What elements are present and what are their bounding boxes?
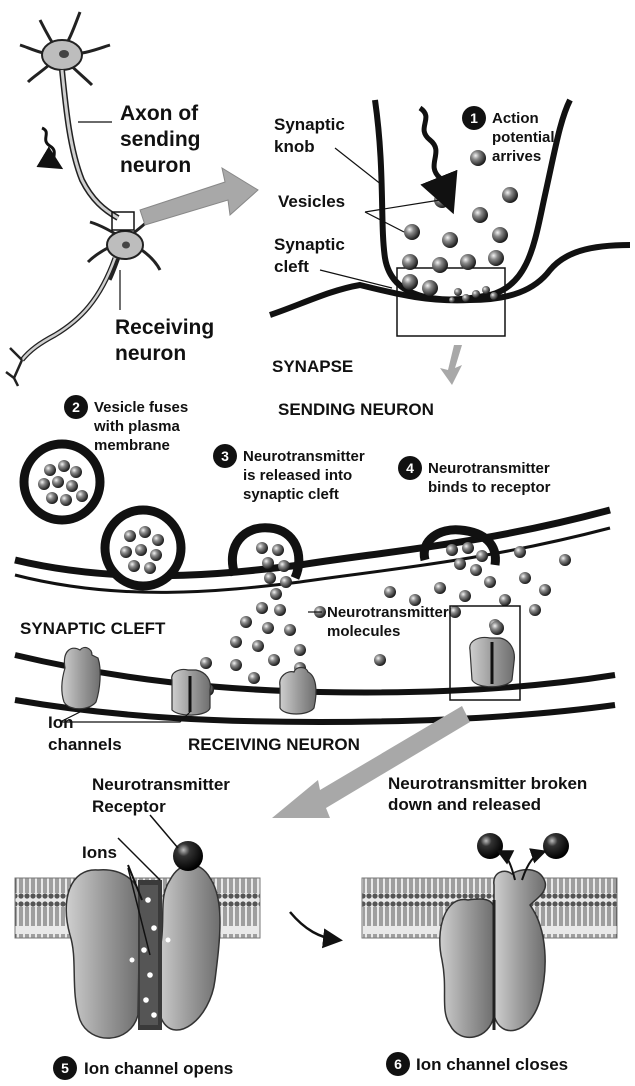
label-step3-line-1: Neurotransmitter bbox=[243, 448, 365, 465]
step-badge-2: 2 bbox=[64, 395, 88, 419]
svg-text:4: 4 bbox=[406, 460, 414, 476]
step-badge-3: 3 bbox=[213, 444, 237, 468]
svg-text:5: 5 bbox=[61, 1060, 69, 1076]
label-step4-line-1: Neurotransmitter bbox=[428, 460, 550, 477]
svg-text:1: 1 bbox=[470, 110, 478, 126]
label-axon-line-2: sending bbox=[120, 128, 201, 151]
label-synaptic-knob-line-2: knob bbox=[274, 137, 315, 156]
label-synaptic-knob-line-1: Synaptic bbox=[274, 115, 345, 134]
label-axon-line-3: neuron bbox=[120, 154, 191, 177]
label-sending-neuron: SENDING NEURON bbox=[278, 400, 434, 419]
zoom-arrow-2 bbox=[440, 345, 462, 385]
fused-vesicle bbox=[424, 530, 495, 576]
label-ion-channels-line-2: channels bbox=[48, 735, 122, 754]
label-synaptic-cleft-big: SYNAPTIC CLEFT bbox=[20, 619, 166, 638]
label-step1-line-2: potential bbox=[492, 129, 555, 146]
label-receiving-neuron-line-1: Receiving bbox=[115, 316, 214, 339]
closed-channel-panel bbox=[362, 833, 617, 1037]
label-synapse: SYNAPSE bbox=[272, 357, 353, 376]
label-nt-molecules-line-2: molecules bbox=[327, 623, 400, 640]
label-neurotransmitter: Neurotransmitter bbox=[92, 775, 230, 794]
transition-arrow bbox=[290, 912, 338, 940]
label-receptor: Receptor bbox=[92, 797, 166, 816]
label-step3-line-3: synaptic cleft bbox=[243, 486, 339, 503]
label-nt-molecules-line-1: Neurotransmitter bbox=[327, 604, 449, 621]
label-receiving-neuron-line-2: neuron bbox=[115, 342, 186, 365]
label-step2-line-2: with plasma bbox=[93, 418, 181, 435]
step-badge-5: 5 bbox=[53, 1056, 77, 1080]
label-vesicles: Vesicles bbox=[278, 192, 345, 211]
label-broken-down-line-1: Neurotransmitter broken bbox=[388, 774, 587, 793]
free-vesicle bbox=[24, 444, 100, 520]
label-step3-line-2: is released into bbox=[243, 467, 352, 484]
label-receiving-neuron-caps: RECEIVING NEURON bbox=[188, 735, 360, 754]
label-step1-line-3: arrives bbox=[492, 148, 541, 165]
svg-text:2: 2 bbox=[72, 399, 80, 415]
svg-text:3: 3 bbox=[221, 448, 229, 464]
step-badge-6: 6 bbox=[386, 1052, 410, 1076]
svg-text:6: 6 bbox=[394, 1056, 402, 1072]
label-step2-line-3: membrane bbox=[94, 437, 170, 454]
step-badge-1: 1 bbox=[462, 106, 486, 130]
label-synaptic-cleft-small-line-2: cleft bbox=[274, 257, 309, 276]
open-channel-panel bbox=[15, 815, 260, 1038]
label-axon-line-1: Axon of bbox=[120, 102, 199, 125]
step-badge-4: 4 bbox=[398, 456, 422, 480]
label-step1-line-1: Action bbox=[492, 110, 539, 127]
label-broken-down-line-2: down and released bbox=[388, 795, 541, 814]
label-step4-line-2: binds to receptor bbox=[428, 479, 551, 496]
label-step2-line-1: Vesicle fuses bbox=[94, 399, 188, 416]
label-synaptic-cleft-small-line-1: Synaptic bbox=[274, 235, 345, 254]
docking-vesicle bbox=[105, 510, 181, 586]
label-step6: Ion channel closes bbox=[416, 1055, 568, 1074]
label-step5: Ion channel opens bbox=[84, 1059, 233, 1078]
label-ion-channels-line-1: Ion bbox=[48, 713, 74, 732]
label-ions: Ions bbox=[82, 843, 117, 862]
